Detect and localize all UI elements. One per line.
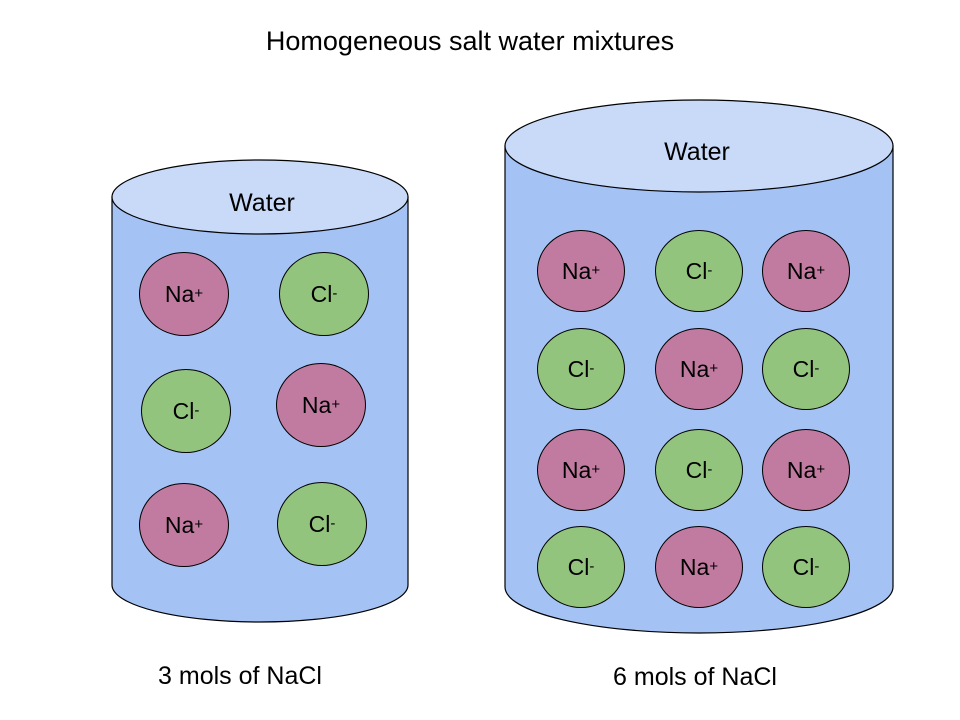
cl-ion: Cl- [762, 526, 850, 608]
cl-ion: Cl- [655, 230, 743, 312]
ion-symbol: Na [679, 553, 710, 580]
cl-ion: Cl- [655, 429, 743, 511]
left-beaker-caption: 3 mols of NaCl [158, 662, 322, 690]
na-ion: Na+ [762, 230, 850, 312]
ion-symbol: Na [679, 355, 710, 382]
na-ion: Na+ [139, 252, 229, 336]
na-ion: Na+ [537, 429, 625, 511]
cl-ion: Cl- [279, 252, 369, 336]
na-ion: Na+ [655, 526, 743, 608]
cl-ion: Cl- [537, 328, 625, 410]
ion-symbol: Cl [792, 553, 815, 580]
cl-ion: Cl- [537, 526, 625, 608]
na-ion: Na+ [537, 230, 625, 312]
ion-symbol: Na [164, 511, 195, 538]
ion-symbol: Cl [792, 355, 815, 382]
ion-symbol: Na [786, 257, 817, 284]
ion-symbol: Cl [567, 553, 590, 580]
ion-symbol: Na [561, 257, 592, 284]
ion-symbol: Cl [685, 456, 708, 483]
right-beaker-caption: 6 mols of NaCl [613, 663, 777, 691]
ion-symbol: Cl [567, 355, 590, 382]
ion-symbol: Cl [172, 397, 195, 424]
ion-symbol: Na [561, 456, 592, 483]
ion-symbol: Cl [308, 510, 331, 537]
slide-title: Homogeneous salt water mixtures [265, 26, 675, 56]
cl-ion: Cl- [141, 369, 231, 453]
water-label: Water [664, 138, 730, 166]
cl-ion: Cl- [762, 328, 850, 410]
ion-symbol: Na [164, 280, 195, 307]
ion-symbol: Na [301, 391, 332, 418]
na-ion: Na+ [655, 328, 743, 410]
ion-symbol: Cl [685, 257, 708, 284]
ion-symbol: Cl [310, 280, 333, 307]
cl-ion: Cl- [277, 482, 367, 566]
na-ion: Na+ [276, 363, 366, 447]
right-cylinder-top [504, 99, 894, 193]
water-label: Water [229, 189, 295, 217]
na-ion: Na+ [139, 483, 229, 567]
ion-symbol: Na [786, 456, 817, 483]
left-cylinder-top [111, 159, 409, 235]
na-ion: Na+ [762, 429, 850, 511]
